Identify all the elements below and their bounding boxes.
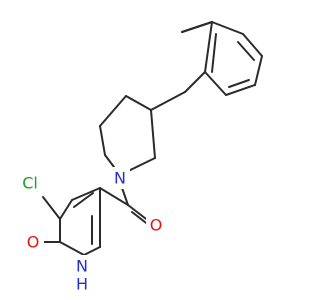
bond — [99, 187, 129, 206]
bond — [150, 91, 186, 111]
label-background — [22, 230, 44, 254]
molecule-canvas: Cl O N H N O — [18, 21, 263, 294]
label-background — [110, 167, 130, 189]
bonds — [42, 21, 263, 256]
bond — [211, 33, 217, 73]
bond — [184, 71, 206, 93]
label-background — [18, 171, 50, 195]
ring-nitrogen-label: N — [76, 257, 88, 276]
bond — [225, 84, 256, 96]
bond — [99, 125, 106, 156]
carbonyl-oxygen-label: O — [150, 216, 163, 235]
bond — [71, 187, 101, 201]
oxygen-label: O — [27, 233, 40, 252]
bond — [204, 71, 227, 96]
bond — [150, 109, 156, 159]
structure-diagram: Cl O N H N O — [18, 21, 263, 294]
bond — [181, 21, 213, 33]
bond — [125, 95, 152, 111]
bond — [73, 192, 94, 208]
label-background — [146, 214, 166, 236]
bond — [242, 33, 263, 57]
bond — [204, 21, 213, 73]
atom-labels: Cl O N H N O — [18, 167, 166, 294]
bond — [59, 199, 73, 220]
bond — [99, 95, 127, 127]
bond — [237, 41, 255, 61]
bond — [211, 21, 244, 35]
chlorine-label: Cl — [22, 174, 38, 193]
bond — [228, 79, 250, 88]
ring-nitrogen-hydrogen-label: H — [76, 275, 88, 294]
bond — [83, 246, 101, 256]
bond — [59, 241, 85, 256]
bond — [254, 55, 263, 86]
label-background — [72, 255, 92, 277]
bond — [42, 196, 61, 220]
amide-nitrogen-label: N — [114, 169, 126, 188]
